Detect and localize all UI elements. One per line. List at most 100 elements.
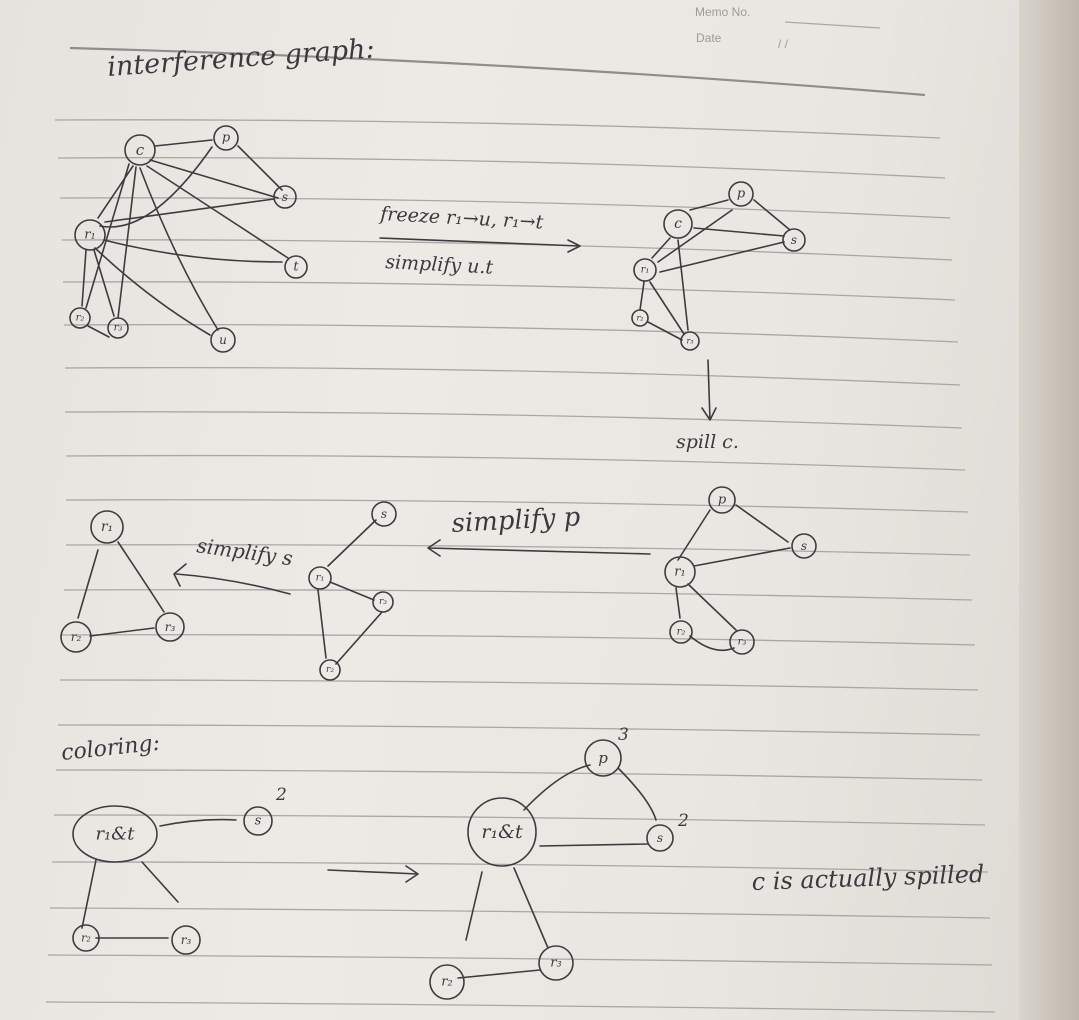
node-r1: r₁ <box>74 219 106 251</box>
op-freeze: freeze r₁→u, r₁→t <box>378 203 544 234</box>
graph-interference: c p s r₁ t r₂ r₃ u <box>69 125 308 353</box>
node-s: s <box>273 185 297 209</box>
node-r2: r₂ <box>69 307 91 329</box>
edge-r1-p <box>99 146 213 228</box>
title-interference-graph: interference graph: <box>106 33 375 83</box>
op-simplify-s: simplify s <box>195 533 294 570</box>
node-r2: r₂ <box>72 924 100 952</box>
svg-text:p: p <box>222 131 231 146</box>
edge-c-r2 <box>85 163 130 309</box>
edge-c-r3 <box>117 166 137 319</box>
node-r1: r₁ <box>90 510 124 544</box>
svg-text:r₃: r₃ <box>686 337 693 346</box>
node-r3: r₃ <box>538 945 574 981</box>
svg-text:r₂: r₂ <box>636 314 643 323</box>
color-label-s: 2 <box>275 785 287 805</box>
graph-after-simplify-p: s r₁ r₃ r₂ <box>308 501 397 681</box>
node-r3: r₃ <box>107 317 129 339</box>
node-r2: r₂ <box>319 659 341 681</box>
date-label: Date <box>696 31 722 45</box>
edge-r1-r2 <box>81 249 87 307</box>
svg-text:t: t <box>293 260 299 275</box>
edge-r2-r3 <box>87 325 110 338</box>
edge-c-u <box>139 167 219 331</box>
edge-r1-r3 <box>93 249 115 317</box>
svg-text:r₃: r₃ <box>738 637 747 648</box>
svg-text:r₁&t: r₁&t <box>95 824 135 845</box>
op-simplify-p: simplify p <box>451 502 582 539</box>
node-s: s <box>646 824 674 852</box>
node-r3: r₃ <box>171 925 201 955</box>
svg-text:p: p <box>598 749 608 767</box>
notebook-edge <box>1019 0 1079 1020</box>
node-r3: r₃ <box>729 629 755 655</box>
arrow-coloring <box>327 865 419 883</box>
svg-text:s: s <box>282 190 288 204</box>
svg-text:s: s <box>791 233 797 247</box>
arrow-simplify-s <box>173 563 291 595</box>
node-p: p <box>584 739 622 777</box>
node-p: p <box>708 486 736 514</box>
node-u: u <box>210 327 236 353</box>
edge-c-p <box>154 139 213 147</box>
svg-text:s: s <box>801 539 807 553</box>
svg-text:c: c <box>136 141 145 159</box>
memo-no-label: Memo No. <box>695 5 750 19</box>
svg-text:s: s <box>657 831 663 845</box>
svg-text:r₃: r₃ <box>550 956 561 971</box>
color-label-p: 3 <box>618 725 629 745</box>
node-r1t: r₁&t <box>467 797 537 867</box>
node-p: p <box>213 125 239 151</box>
node-r2: r₂ <box>429 964 465 1000</box>
heading-coloring: coloring: <box>60 731 161 766</box>
node-p: p <box>728 181 754 207</box>
svg-text:r₃: r₃ <box>181 933 192 947</box>
node-s: s <box>371 501 397 527</box>
svg-text:s: s <box>381 507 387 521</box>
edge-c-t <box>146 165 289 259</box>
op-spill-c: spill c. <box>676 431 739 453</box>
svg-text:r₁: r₁ <box>84 228 95 243</box>
edge-r1-t <box>103 239 283 263</box>
graph-coloring-step1: r₁&t s 2 r₂ r₃ <box>72 785 287 955</box>
svg-text:s: s <box>255 814 262 829</box>
node-c: c <box>124 134 156 166</box>
node-s: s <box>791 533 817 559</box>
svg-text:c: c <box>674 216 682 232</box>
svg-text:r₂: r₂ <box>71 630 82 644</box>
graph-interference-edges <box>81 139 289 338</box>
svg-text:r₁: r₁ <box>641 265 650 276</box>
note-c-actually-spilled: c is actually spilled <box>751 860 985 896</box>
graph-after-simplify-s: r₁ r₂ r₃ <box>60 510 185 653</box>
date-separators: / / <box>778 37 789 51</box>
svg-text:r₂: r₂ <box>326 665 334 675</box>
ruled-lines <box>45 46 996 1013</box>
node-c: c <box>663 209 693 239</box>
edge-r1-u <box>94 247 211 336</box>
graph-coloring-step2: r₁&t p 3 s 2 r₂ r₃ <box>429 725 689 1000</box>
svg-text:p: p <box>737 187 746 202</box>
svg-text:r₁: r₁ <box>674 565 685 580</box>
svg-text:r₁: r₁ <box>101 519 113 535</box>
svg-text:r₂: r₂ <box>81 932 91 945</box>
node-r1: r₁ <box>308 566 332 590</box>
svg-text:r₂: r₂ <box>441 975 452 990</box>
node-r3: r₃ <box>155 612 185 642</box>
node-r3: r₃ <box>680 331 700 351</box>
graph-after-spill: p s r₁ r₂ r₃ <box>664 486 817 655</box>
svg-text:r₃: r₃ <box>165 620 176 634</box>
node-r3: r₃ <box>372 591 394 613</box>
svg-text:r₁&t: r₁&t <box>481 821 523 843</box>
node-r2: r₂ <box>60 621 92 653</box>
node-t: t <box>284 255 308 279</box>
node-r1: r₁ <box>664 556 696 588</box>
node-r1: r₁ <box>633 258 657 282</box>
edge-c-s <box>149 159 279 199</box>
svg-text:r₃: r₃ <box>379 597 387 607</box>
node-s: s <box>782 228 806 252</box>
node-r2: r₂ <box>631 309 649 327</box>
svg-text:r₂: r₂ <box>76 313 85 324</box>
op-simplify-ut: simplify u.t <box>385 251 494 279</box>
arrow-op1 <box>379 237 581 253</box>
